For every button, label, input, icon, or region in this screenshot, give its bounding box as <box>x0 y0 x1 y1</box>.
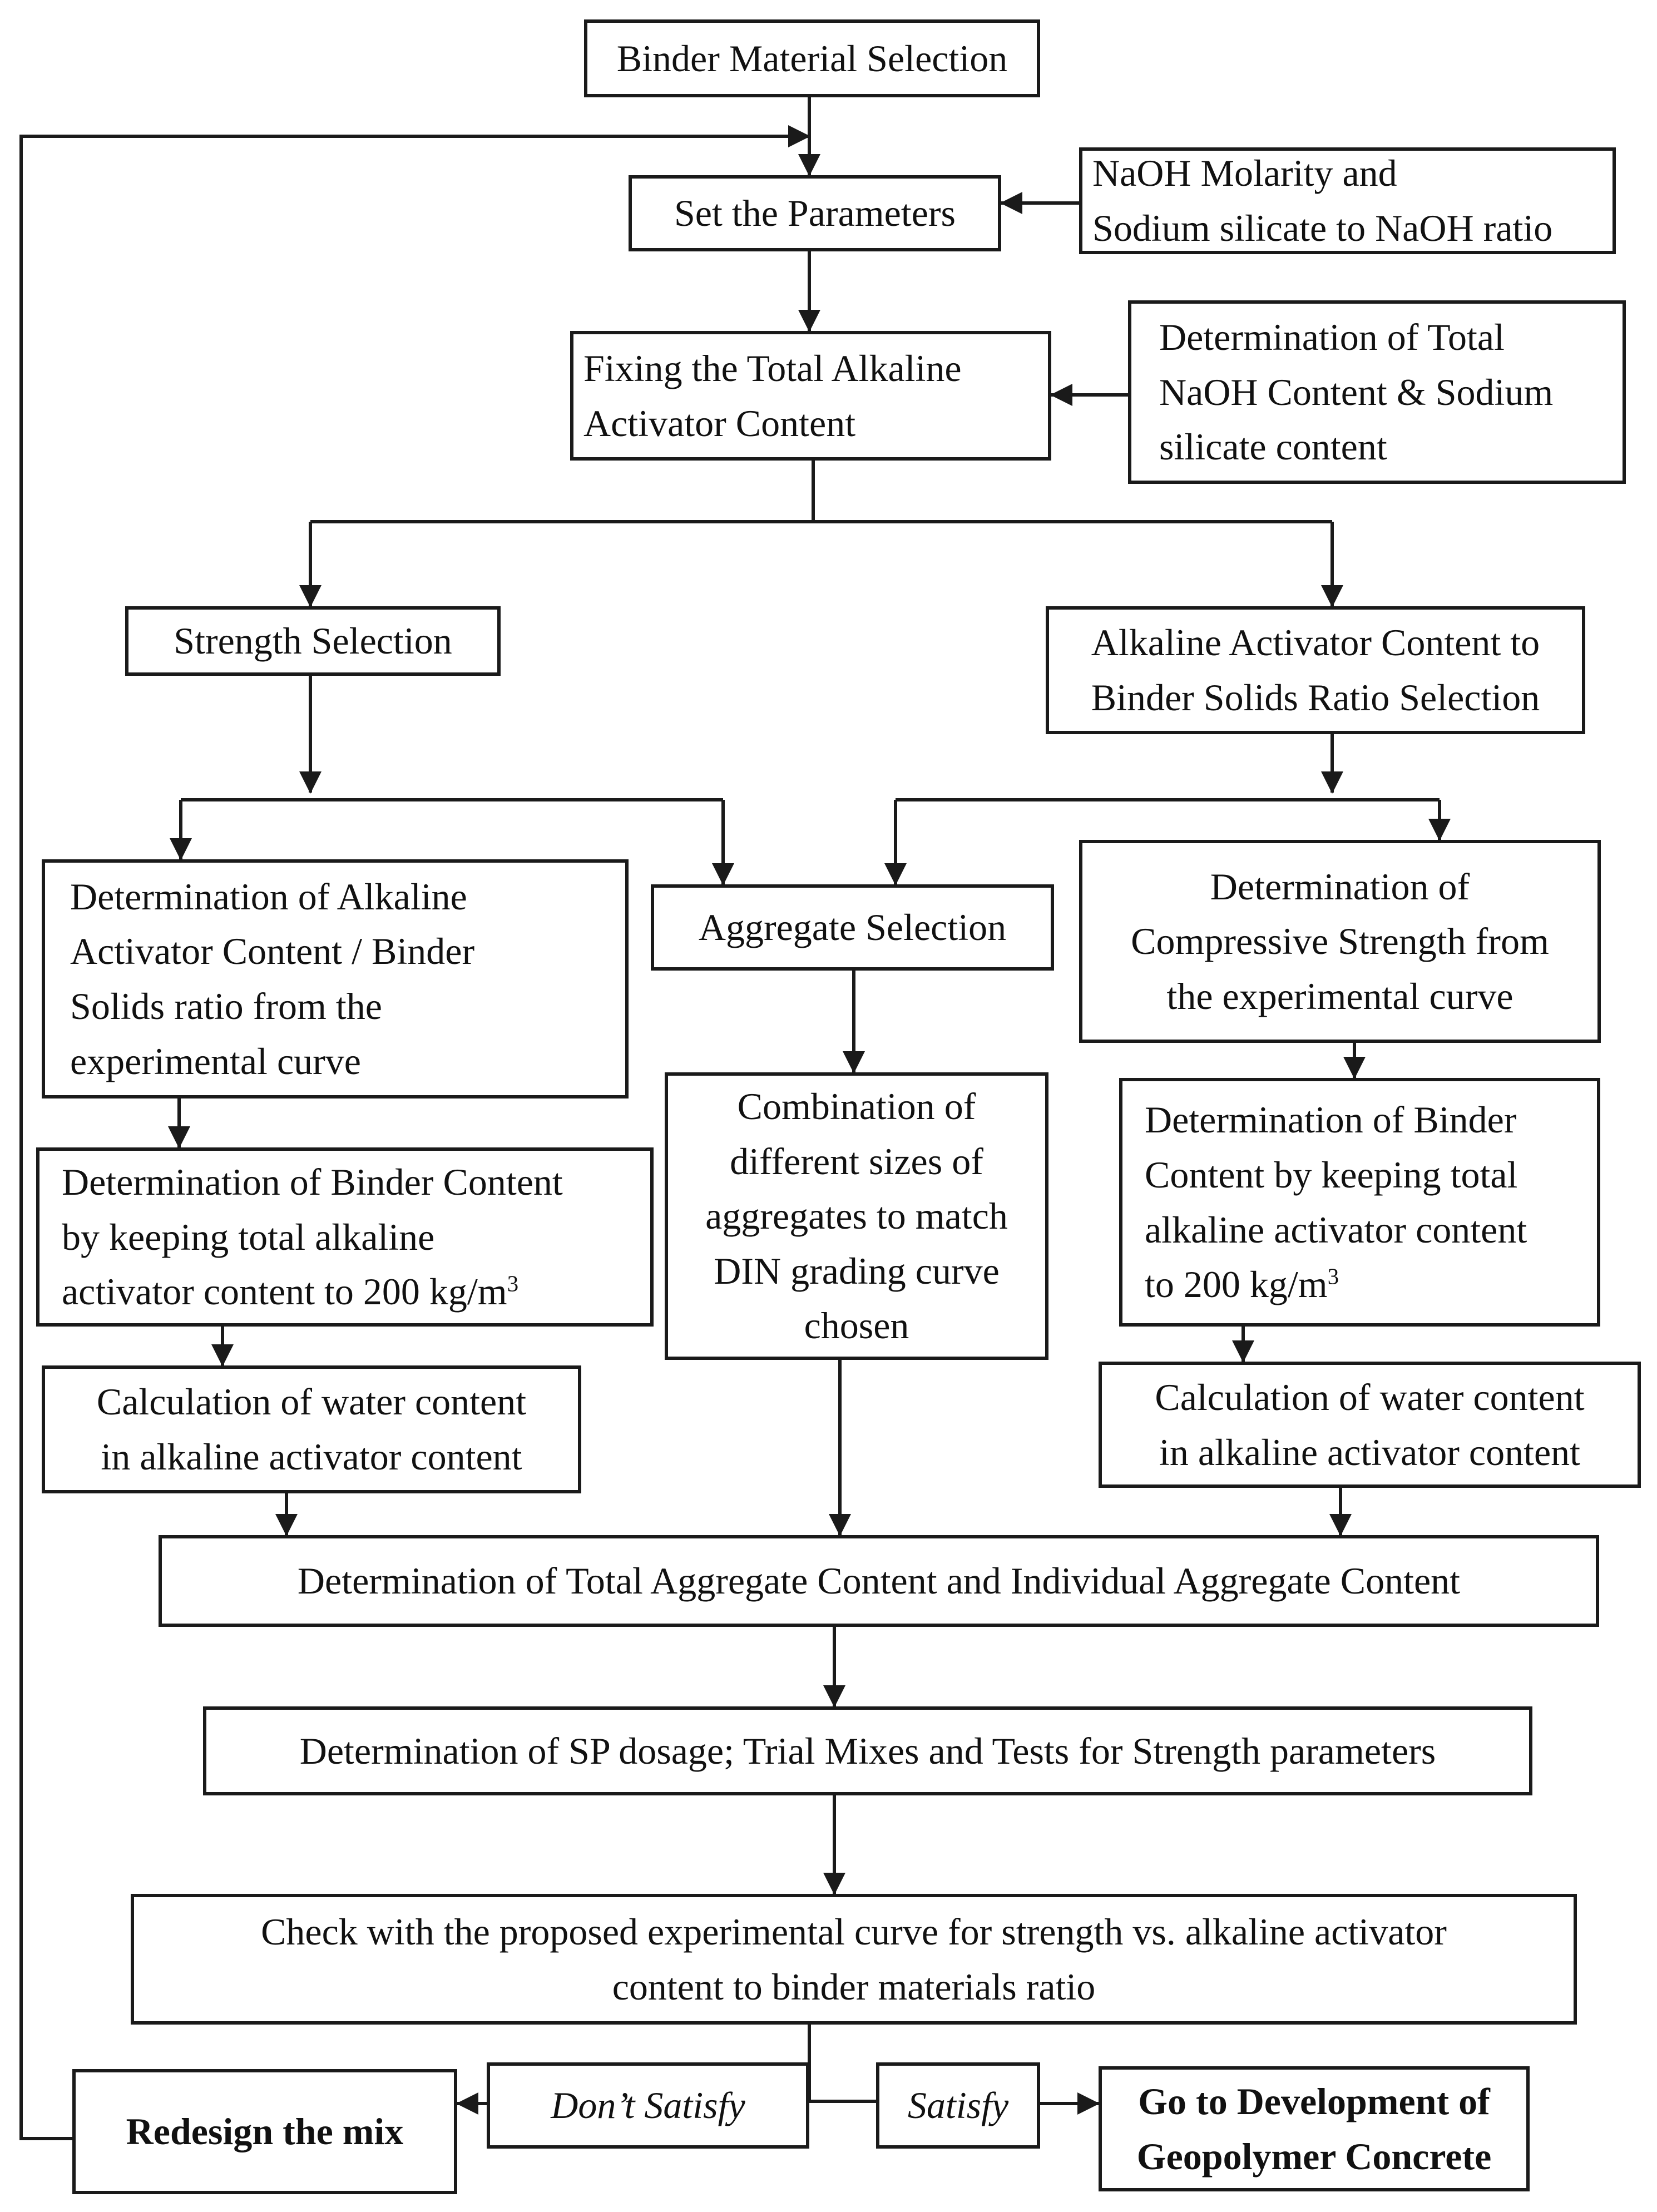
binder-left-line3-text: activator content to 200 kg/m <box>62 1270 507 1313</box>
aggregate-selection-text: Aggregate Selection <box>698 906 1007 949</box>
set-parameters-box: Set the Parameters <box>629 175 1001 251</box>
binder-right-line1: Determination of Binder <box>1145 1098 1517 1141</box>
combination-aggregates-box: Combination of different sizes of aggreg… <box>665 1072 1048 1360</box>
ratio-selection-line2: Binder Solids Ratio Selection <box>1091 676 1540 719</box>
binder-content-right-box: Determination of Binder Content by keepi… <box>1119 1078 1600 1327</box>
sp-dosage-box: Determination of SP dosage; Trial Mixes … <box>203 1706 1532 1795</box>
combination-line2: different sizes of <box>730 1140 983 1182</box>
combination-line1: Combination of <box>737 1085 976 1128</box>
naoh-molarity-line2: Sodium silicate to NaOH ratio <box>1092 207 1553 249</box>
strength-from-curve-line2: Compressive Strength from <box>1131 920 1549 963</box>
binder-material-selection-text: Binder Material Selection <box>616 37 1008 80</box>
strength-selection-box: Strength Selection <box>125 606 501 676</box>
ratio-from-curve-line4: experimental curve <box>70 1040 361 1082</box>
go-to-line1: Go to Development of <box>1138 2080 1490 2122</box>
check-curve-box: Check with the proposed experimental cur… <box>131 1894 1577 2025</box>
redesign-text: Redesign the mix <box>126 2110 404 2153</box>
total-aggregate-box: Determination of Total Aggregate Content… <box>159 1535 1599 1627</box>
binder-right-line2: Content by keeping total <box>1145 1153 1518 1196</box>
check-line1: Check with the proposed experimental cur… <box>261 1910 1447 1953</box>
binder-left-superscript: 3 <box>507 1271 519 1296</box>
water-content-right-box: Calculation of water content in alkaline… <box>1099 1362 1641 1488</box>
aggregate-selection-box: Aggregate Selection <box>651 884 1054 971</box>
dont-satisfy-text: Don’t Satisfy <box>551 2084 745 2127</box>
dont-satisfy-box: Don’t Satisfy <box>487 2062 809 2149</box>
connector-redesign-loop <box>19 125 810 2140</box>
combination-line4: DIN grading curve <box>714 1249 1000 1292</box>
binder-right-line3: alkaline activator content <box>1145 1208 1527 1251</box>
ratio-selection-box: Alkaline Activator Content to Binder Sol… <box>1046 606 1585 734</box>
binder-left-line2: by keeping total alkaline <box>62 1215 435 1258</box>
satisfy-text: Satisfy <box>907 2084 1009 2127</box>
naoh-molarity-box: NaOH Molarity and Sodium silicate to NaO… <box>1079 147 1616 254</box>
water-left-line1: Calculation of water content <box>96 1380 527 1423</box>
binder-right-line4-text: to 200 kg/m <box>1145 1263 1328 1306</box>
binder-content-left-box: Determination of Binder Content by keepi… <box>36 1147 654 1327</box>
binder-left-line1: Determination of Binder Content <box>62 1161 563 1204</box>
total-naoh-line3: silicate content <box>1159 425 1387 468</box>
binder-right-line4: to 200 kg/m3 <box>1145 1257 1527 1312</box>
ratio-selection-line1: Alkaline Activator Content to <box>1091 621 1540 664</box>
naoh-molarity-line1: NaOH Molarity and <box>1092 152 1397 195</box>
ratio-from-curve-line1: Determination of Alkaline <box>70 875 467 918</box>
strength-selection-text: Strength Selection <box>174 620 452 662</box>
sp-dosage-text: Determination of SP dosage; Trial Mixes … <box>299 1729 1436 1772</box>
water-left-line2: in alkaline activator content <box>101 1436 522 1478</box>
total-aggregate-text: Determination of Total Aggregate Content… <box>297 1560 1461 1602</box>
water-right-line2: in alkaline activator content <box>1159 1431 1581 1473</box>
check-line2: content to binder materials ratio <box>612 1965 1096 2008</box>
binder-right-superscript: 3 <box>1327 1264 1339 1289</box>
fixing-activator-box: Fixing the Total Alkaline Activator Cont… <box>570 331 1051 461</box>
binder-left-line3: activator content to 200 kg/m3 <box>62 1264 563 1319</box>
water-content-left-box: Calculation of water content in alkaline… <box>42 1365 581 1493</box>
water-right-line1: Calculation of water content <box>1155 1375 1585 1418</box>
redesign-mix-box: Redesign the mix <box>72 2069 457 2194</box>
go-to-line2: Geopolymer Concrete <box>1136 2135 1492 2178</box>
combination-line3: aggregates to match <box>705 1195 1008 1238</box>
ratio-from-curve-line2: Activator Content / Binder <box>70 930 475 973</box>
fixing-activator-line1: Fixing the Total Alkaline <box>583 347 962 389</box>
binder-material-selection-box: Binder Material Selection <box>584 19 1040 97</box>
strength-from-curve-box: Determination of Compressive Strength fr… <box>1079 840 1601 1043</box>
go-to-development-box: Go to Development of Geopolymer Concrete <box>1099 2066 1530 2191</box>
ratio-from-curve-line3: Solids ratio from the <box>70 985 382 1027</box>
total-naoh-line2: NaOH Content & Sodium <box>1159 370 1554 413</box>
combination-line5: chosen <box>804 1304 909 1347</box>
strength-from-curve-line3: the experimental curve <box>1166 974 1513 1017</box>
strength-from-curve-line1: Determination of <box>1210 865 1470 908</box>
set-parameters-text: Set the Parameters <box>674 192 956 235</box>
fixing-activator-line2: Activator Content <box>583 402 856 444</box>
satisfy-box: Satisfy <box>876 2062 1040 2149</box>
total-naoh-line1: Determination of Total <box>1159 316 1505 359</box>
total-naoh-content-box: Determination of Total NaOH Content & So… <box>1128 300 1626 484</box>
ratio-from-curve-box: Determination of Alkaline Activator Cont… <box>42 859 629 1098</box>
